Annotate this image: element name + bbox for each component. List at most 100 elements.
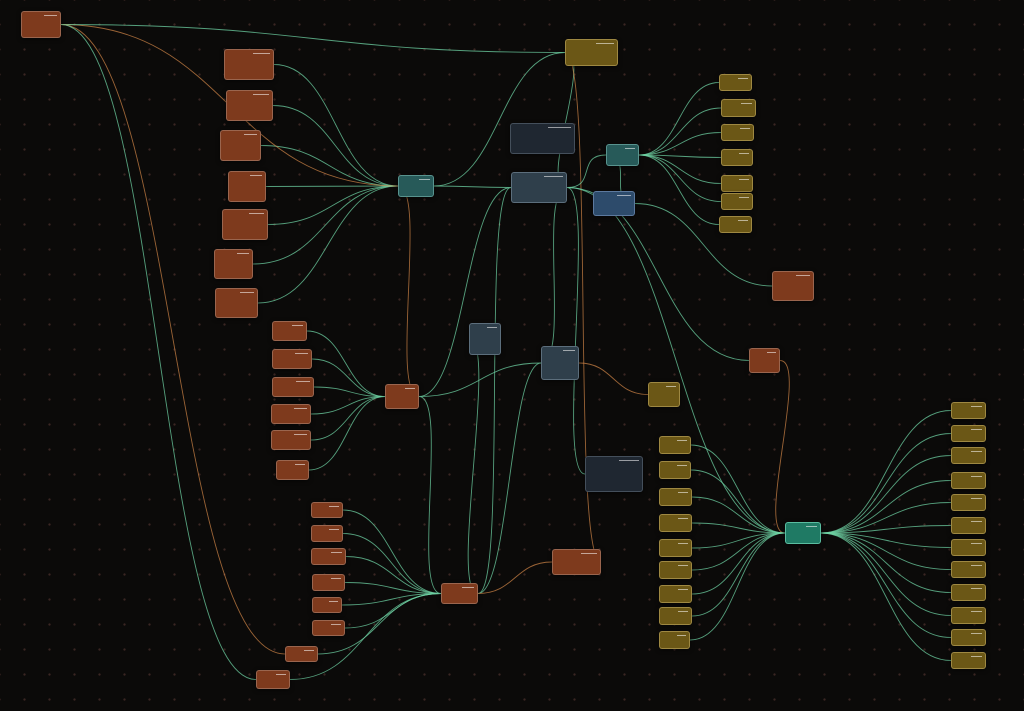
node-left-olive-9[interactable] <box>659 631 690 649</box>
node-mid-rust-right[interactable] <box>749 348 780 373</box>
node-header-bar <box>971 498 982 499</box>
node-top-left-root[interactable] <box>21 11 61 38</box>
node-header-bar <box>625 148 635 149</box>
node-far-right-4[interactable] <box>951 472 986 489</box>
node-far-right-8[interactable] <box>951 561 986 578</box>
node-header-bar <box>741 103 752 104</box>
node-far-right-11[interactable] <box>951 629 986 646</box>
node-hub-top-right-teal[interactable] <box>606 144 639 166</box>
node-header-bar <box>971 451 982 452</box>
node-far-right-10[interactable] <box>951 607 986 624</box>
node-bottom-left-5[interactable] <box>312 597 342 613</box>
edge-left-olive-9-to-hub-right-green <box>689 532 786 641</box>
node-right-olive-2[interactable] <box>721 99 756 117</box>
node-right-rust-a[interactable] <box>772 271 814 301</box>
node-center-top-navy[interactable] <box>510 123 575 154</box>
node-header-bar <box>580 553 597 554</box>
node-far-right-2[interactable] <box>951 425 986 442</box>
node-center-right-blue[interactable] <box>593 191 635 216</box>
node-bottom-left-4[interactable] <box>312 574 345 591</box>
edge-top-left-root-to-bottom-left-7 <box>60 24 286 655</box>
node-header-bar <box>404 388 415 389</box>
node-far-right-1[interactable] <box>951 402 986 419</box>
node-left-olive-4[interactable] <box>659 514 692 532</box>
node-far-right-7[interactable] <box>951 539 986 556</box>
node-right-olive-7[interactable] <box>719 216 752 233</box>
node-bottom-left-3[interactable] <box>311 548 346 565</box>
node-mid-left-3[interactable] <box>272 377 314 397</box>
node-far-right-12[interactable] <box>951 652 986 669</box>
edge-hub-right-green-to-far-right-11 <box>820 532 952 638</box>
node-header-bar <box>678 611 688 612</box>
node-left-group-a-7[interactable] <box>215 288 258 318</box>
node-left-group-a-1[interactable] <box>224 49 274 80</box>
node-top-center-root[interactable] <box>565 39 618 66</box>
node-right-olive-1[interactable] <box>719 74 752 91</box>
node-mid-slate-b[interactable] <box>541 346 579 380</box>
node-right-olive-4[interactable] <box>721 149 753 166</box>
node-header-bar <box>236 253 249 254</box>
node-left-group-a-3[interactable] <box>220 130 261 161</box>
node-mid-left-1[interactable] <box>272 321 307 341</box>
node-mid-left-5[interactable] <box>271 430 311 450</box>
node-bottom-left-2[interactable] <box>311 525 343 542</box>
node-left-olive-8[interactable] <box>659 607 692 625</box>
edge-left-group-a-2-to-hub-left-teal <box>272 105 399 187</box>
node-mid-navy-a[interactable] <box>469 323 501 355</box>
node-header-bar <box>275 674 286 675</box>
node-header-bar <box>971 543 982 544</box>
node-header-bar <box>739 197 749 198</box>
node-lower-navy[interactable] <box>585 456 643 492</box>
edge-hub-right-green-to-far-right-8 <box>820 532 952 570</box>
node-hub-bottom-rust[interactable] <box>441 583 478 604</box>
edge-mid-left-3-to-hub-mid-rust <box>313 386 386 397</box>
edge-mid-slate-b-to-hub-mid-rust <box>418 362 542 397</box>
node-header-bar <box>331 624 341 625</box>
node-far-right-9[interactable] <box>951 584 986 601</box>
node-header-bar <box>304 650 314 651</box>
node-left-group-a-4[interactable] <box>228 171 266 202</box>
node-lower-rust-center[interactable] <box>552 549 601 575</box>
node-hub-right-green[interactable] <box>785 522 821 544</box>
edge-top-center-root-to-hub-left-teal <box>433 52 566 187</box>
node-right-olive-3[interactable] <box>721 124 754 141</box>
node-left-olive-7[interactable] <box>659 585 692 603</box>
node-left-group-a-6[interactable] <box>214 249 253 279</box>
node-left-olive-6[interactable] <box>659 561 692 579</box>
node-left-olive-5[interactable] <box>659 539 692 557</box>
node-header-bar <box>295 353 308 354</box>
node-mid-olive-small[interactable] <box>648 382 680 407</box>
node-far-right-5[interactable] <box>951 494 986 511</box>
node-right-olive-6[interactable] <box>721 193 753 210</box>
node-far-right-6[interactable] <box>951 517 986 534</box>
edge-mid-slate-b-to-mid-olive-small <box>578 362 649 395</box>
node-mid-left-6[interactable] <box>276 460 309 480</box>
node-bottom-left-6[interactable] <box>312 620 345 636</box>
node-right-olive-5[interactable] <box>721 175 753 192</box>
node-left-olive-1[interactable] <box>659 436 691 454</box>
node-bottom-left-1[interactable] <box>311 502 343 518</box>
node-far-right-3[interactable] <box>951 447 986 464</box>
edge-left-olive-5-to-hub-right-green <box>691 532 786 549</box>
node-left-olive-3[interactable] <box>659 488 692 506</box>
node-hub-mid-rust[interactable] <box>385 384 419 409</box>
node-mid-left-4[interactable] <box>271 404 311 424</box>
node-bottom-left-7[interactable] <box>285 646 318 662</box>
node-header-bar <box>563 350 575 351</box>
edge-hub-right-green-to-far-right-7 <box>820 532 952 548</box>
node-bottom-left-8[interactable] <box>256 670 290 689</box>
node-left-group-a-5[interactable] <box>222 209 268 240</box>
node-left-olive-2[interactable] <box>659 461 691 479</box>
node-header-bar <box>617 195 631 196</box>
edge-top-center-root-to-center-main-blue <box>557 52 575 188</box>
node-header-bar <box>740 128 750 129</box>
node-header-bar <box>418 179 430 180</box>
node-mid-left-2[interactable] <box>272 349 312 369</box>
edge-mid-navy-a-to-hub-bottom-rust <box>467 338 480 594</box>
edge-bottom-left-2-to-hub-bottom-rust <box>342 533 442 594</box>
edge-left-group-a-3-to-hub-left-teal <box>260 145 399 187</box>
node-center-main-blue[interactable] <box>511 172 567 203</box>
node-left-group-a-2[interactable] <box>226 90 273 121</box>
node-hub-left-teal[interactable] <box>398 175 434 197</box>
